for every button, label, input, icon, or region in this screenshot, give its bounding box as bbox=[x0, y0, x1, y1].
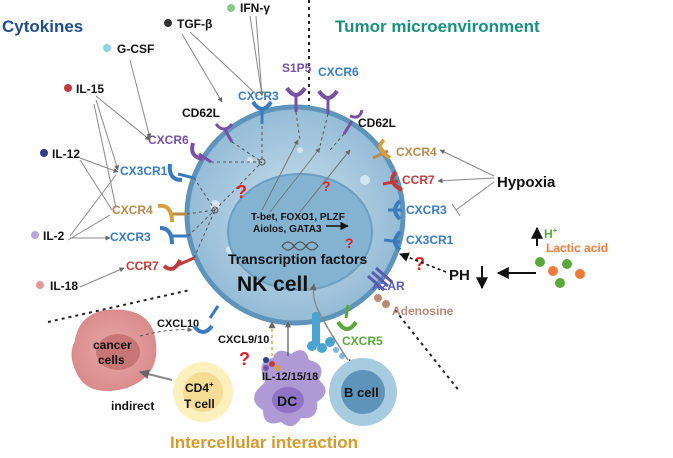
cxcl10-receptor bbox=[192, 324, 214, 334]
tgf-dot bbox=[164, 19, 172, 27]
cancer-cells-label-1: cancer bbox=[93, 338, 132, 352]
indirect-arrow bbox=[139, 369, 173, 381]
nk-cell-label: NK cell bbox=[237, 273, 308, 296]
cxcl10-dashed-arrow bbox=[139, 327, 193, 337]
cytokine-arrows bbox=[67, 15, 265, 288]
cd62l-right-label: CD62L bbox=[358, 116, 396, 130]
il12-15-18-label: IL-12/15/18 bbox=[262, 371, 318, 383]
cancer-cells-label-2: cells bbox=[98, 353, 125, 367]
b-cell bbox=[329, 358, 397, 426]
ifn-label: IFN-γ bbox=[240, 1, 270, 15]
receptor-cx3cr1-left bbox=[167, 163, 195, 182]
il18-dot bbox=[36, 281, 44, 289]
receptor-cxcr4-left bbox=[157, 203, 187, 223]
receptor-cxcr6-left bbox=[190, 142, 212, 164]
cxcr5-label: CXCR5 bbox=[342, 334, 383, 348]
receptor-a2ar bbox=[367, 266, 393, 292]
nk-cell bbox=[184, 104, 406, 326]
unknown-mark-3: ? bbox=[345, 235, 354, 251]
il2-label: IL-2 bbox=[43, 229, 65, 243]
gcsf-dot bbox=[103, 44, 111, 52]
il15-label: IL-15 bbox=[76, 82, 104, 96]
receptor-ccr7-left bbox=[162, 256, 195, 271]
adenosine-molecules bbox=[374, 294, 390, 308]
tgf-label: TGF-β bbox=[177, 17, 212, 31]
dendritic-cell bbox=[254, 350, 326, 427]
ifn-dot bbox=[227, 4, 235, 12]
tf-names-line2: Aiolos, GATA3 bbox=[253, 224, 322, 235]
cxcr4-right-label: CXCR4 bbox=[396, 145, 437, 159]
section-title-tumor: Tumor microenvironment bbox=[335, 17, 540, 36]
divider-right-diagonal bbox=[394, 309, 461, 393]
il12-label: IL-12 bbox=[52, 147, 80, 161]
intracellular-dashed-paths bbox=[186, 111, 345, 259]
tcell-label: T cell bbox=[184, 397, 215, 411]
cxcr3-right-label: CXCR3 bbox=[406, 203, 447, 217]
lactic-acid-label: Lactic acid bbox=[546, 241, 608, 255]
receptor-cd62l-left bbox=[214, 123, 234, 143]
s1p5-label: S1P5 bbox=[282, 61, 312, 75]
intracellular-solid-arrows bbox=[261, 139, 351, 213]
unknown-mark-1: ? bbox=[236, 182, 247, 202]
dc-cytokine-dots bbox=[263, 357, 281, 371]
adenosine-label: Adenosine bbox=[392, 304, 454, 318]
indirect-label: indirect bbox=[111, 399, 154, 413]
cd4-label: CD4+ bbox=[185, 380, 214, 395]
bcell-to-nk-arrow bbox=[309, 283, 349, 361]
cancer-cells bbox=[71, 309, 157, 391]
tf-names-line1: T-bet, FOXO1, PLZF bbox=[251, 212, 345, 223]
cxcr4-left-label: CXCR4 bbox=[112, 203, 153, 217]
receptor-cxcr3-right bbox=[388, 199, 402, 221]
ph-dashed-arrow bbox=[399, 252, 447, 273]
hypoxia-label: Hypoxia bbox=[497, 174, 556, 191]
receptor-cxcr3-top bbox=[251, 100, 273, 124]
section-title-cytokines: Cytokines bbox=[2, 17, 83, 36]
receptor-cd62l-right bbox=[342, 109, 364, 135]
dc-label: DC bbox=[277, 393, 297, 409]
il18-label: IL-18 bbox=[50, 279, 78, 293]
bcell-label: B cell bbox=[344, 385, 379, 400]
cxcl910-label: CXCL9/10 bbox=[218, 334, 269, 346]
cxcr6-top-label: CXCR6 bbox=[318, 65, 359, 79]
il15-dot bbox=[64, 84, 72, 92]
receptor-s1p5 bbox=[285, 86, 307, 112]
cd62l-left-label: CD62L bbox=[182, 106, 220, 120]
il12-dot bbox=[40, 149, 48, 157]
cxcr3-top-label: CXCR3 bbox=[238, 89, 279, 103]
unknown-mark-4: ? bbox=[414, 254, 425, 274]
unknown-mark-2: ? bbox=[322, 178, 331, 194]
cx3cr1-right-label: CX3CR1 bbox=[406, 233, 454, 247]
unknown-mark-5: ? bbox=[239, 349, 250, 369]
hypoxia-arrows bbox=[437, 149, 495, 217]
tf-title: Transcription factors bbox=[228, 251, 367, 267]
h-plus-label: H+ bbox=[544, 226, 558, 241]
receptor-cxcr3-left bbox=[159, 226, 188, 245]
il6-receptor-complex bbox=[307, 312, 335, 353]
cxcr6-left-label: CXCR6 bbox=[148, 133, 189, 147]
divider-left-diagonal bbox=[47, 289, 191, 323]
receptor-ccr7-right bbox=[382, 170, 403, 192]
cx3cr1-left-label: CX3CR1 bbox=[120, 164, 168, 178]
section-title-intercellular: Intercellular interaction bbox=[170, 433, 358, 452]
ccr7-left-label: CCR7 bbox=[126, 259, 159, 273]
ccr7-right-label: CCR7 bbox=[402, 173, 435, 187]
a2ar-label: A2AR bbox=[372, 279, 405, 293]
gcsf-label: G-CSF bbox=[117, 42, 154, 56]
receptor-cxcr5 bbox=[336, 304, 358, 331]
cd4-tcell bbox=[173, 362, 233, 422]
receptor-cx3cr1-right bbox=[383, 230, 402, 252]
acid-molecules bbox=[535, 257, 585, 288]
il2-dot bbox=[31, 231, 39, 239]
receptor-cxcr6-top bbox=[317, 89, 339, 114]
receptor-cxcr4-right bbox=[372, 138, 392, 160]
ph-label: PH bbox=[449, 267, 470, 284]
cxcl10-label: CXCL10 bbox=[157, 318, 199, 330]
cxcr3-left-label: CXCR3 bbox=[110, 230, 151, 244]
